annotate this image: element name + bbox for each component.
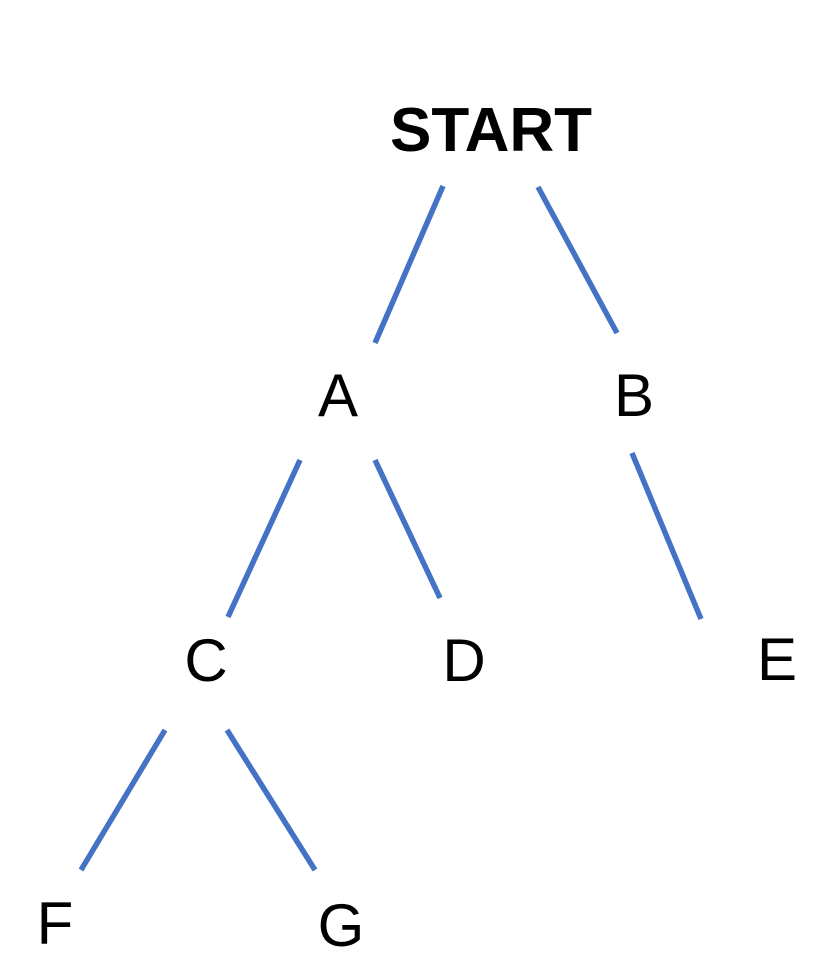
node-label-g: G [317, 892, 365, 959]
edge-c-g [224, 728, 318, 872]
edge-b-e [629, 451, 704, 621]
edge-a-c [225, 458, 303, 619]
node-label-a: A [317, 362, 359, 429]
node-label-f: F [36, 890, 74, 957]
node-label-d: D [442, 627, 486, 694]
edge-a-d [372, 458, 443, 600]
edge-c-f [78, 728, 168, 872]
edge-start-b [535, 185, 620, 335]
edge-start-a [372, 184, 446, 345]
node-label-c: C [184, 627, 228, 694]
node-label-b: B [613, 362, 655, 429]
node-label-e: E [756, 626, 798, 693]
node-label-start: START [389, 96, 593, 165]
